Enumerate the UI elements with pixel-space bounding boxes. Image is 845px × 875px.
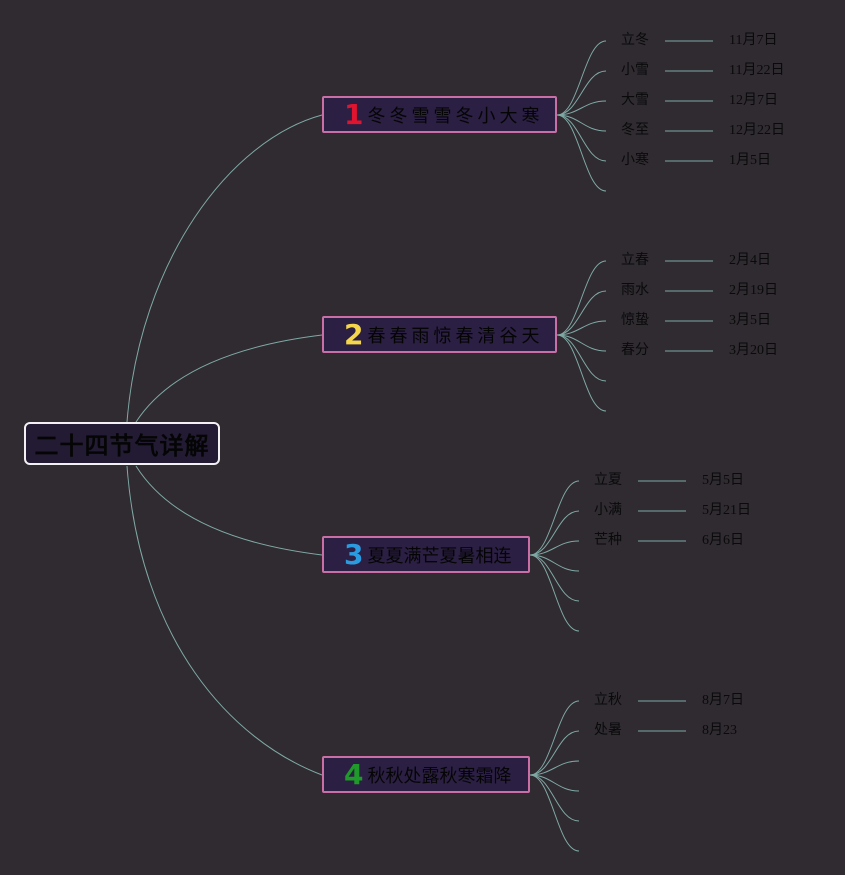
leaf-connector — [529, 510, 580, 556]
leaf-connector — [529, 554, 580, 632]
branch-node-spring[interactable]: 2 春春雨惊春清谷天 — [322, 316, 557, 353]
term-name[interactable]: 处暑 — [594, 723, 622, 738]
leaf-connector — [556, 114, 607, 192]
term-name[interactable]: 雨水 — [621, 283, 649, 298]
branch-node-autumn[interactable]: 4 秋秋处露秋寒霜降 — [322, 756, 530, 793]
leaf-connector — [556, 70, 607, 116]
root-branch-connector — [135, 465, 323, 556]
term-name[interactable]: 冬至 — [621, 123, 649, 138]
leaf-connector — [529, 554, 580, 602]
term-date[interactable]: 12月22日 — [729, 123, 785, 138]
leaf-connector — [529, 540, 580, 556]
leaf-connector — [556, 334, 607, 382]
leaf-connector — [556, 260, 607, 336]
leaf-connector — [556, 320, 607, 336]
branch-verse: 夏夏满芒夏暑相连 — [367, 545, 512, 567]
term-name[interactable]: 立春 — [621, 253, 649, 268]
term-name[interactable]: 春分 — [621, 343, 649, 358]
term-date[interactable]: 5月5日 — [702, 473, 744, 488]
leaf-connector — [529, 480, 580, 556]
term-date[interactable]: 8月7日 — [702, 693, 744, 708]
term-date[interactable]: 3月20日 — [729, 343, 778, 358]
leaf-connector — [529, 730, 580, 776]
term-date[interactable]: 6月6日 — [702, 533, 744, 548]
term-name[interactable]: 立秋 — [594, 693, 622, 708]
branch-verse: 春春雨惊春清谷天 — [367, 325, 544, 347]
branch-verse: 秋秋处露秋寒霜降 — [367, 765, 512, 787]
branch-number: 1 — [344, 97, 364, 131]
term-name[interactable]: 芒种 — [594, 533, 622, 548]
branch-node-winter[interactable]: 1 冬冬雪雪冬小大寒 — [322, 96, 557, 133]
term-date[interactable]: 3月5日 — [729, 313, 771, 328]
root-title: 二十四节气详解 — [34, 432, 210, 460]
term-name[interactable]: 小雪 — [621, 63, 649, 78]
branch-node-summer[interactable]: 3 夏夏满芒夏暑相连 — [322, 536, 530, 573]
root-branch-connector — [126, 114, 323, 423]
leaf-connector — [529, 760, 580, 776]
leaf-connector — [556, 100, 607, 116]
term-date[interactable]: 2月4日 — [729, 253, 771, 268]
term-name[interactable]: 小寒 — [621, 153, 649, 168]
branch-verse: 冬冬雪雪冬小大寒 — [367, 105, 544, 127]
term-name[interactable]: 立冬 — [621, 33, 649, 48]
term-date[interactable]: 2月19日 — [729, 283, 778, 298]
leaf-connector — [529, 700, 580, 776]
term-date[interactable]: 5月21日 — [702, 503, 751, 518]
leaf-connector — [556, 334, 607, 412]
term-date[interactable]: 1月5日 — [729, 153, 771, 168]
root-branch-connector — [135, 334, 323, 423]
root-branch-connector — [126, 465, 323, 776]
term-name[interactable]: 大雪 — [621, 93, 649, 108]
leaf-connector — [556, 40, 607, 116]
root-node[interactable]: 二十四节气详解 — [24, 422, 220, 465]
term-name[interactable]: 惊蛰 — [621, 313, 649, 328]
leaf-connector — [556, 114, 607, 162]
branch-number: 4 — [344, 757, 364, 791]
term-name[interactable]: 小满 — [594, 503, 622, 518]
term-date[interactable]: 11月7日 — [729, 33, 778, 48]
leaf-connector — [556, 290, 607, 336]
branch-number: 2 — [344, 317, 364, 351]
term-date[interactable]: 8月23 — [702, 723, 737, 738]
term-date[interactable]: 11月22日 — [729, 63, 785, 78]
leaf-connector — [529, 774, 580, 852]
leaf-connector — [529, 774, 580, 822]
term-name[interactable]: 立夏 — [594, 473, 622, 488]
term-date[interactable]: 12月7日 — [729, 93, 778, 108]
branch-number: 3 — [344, 537, 364, 571]
